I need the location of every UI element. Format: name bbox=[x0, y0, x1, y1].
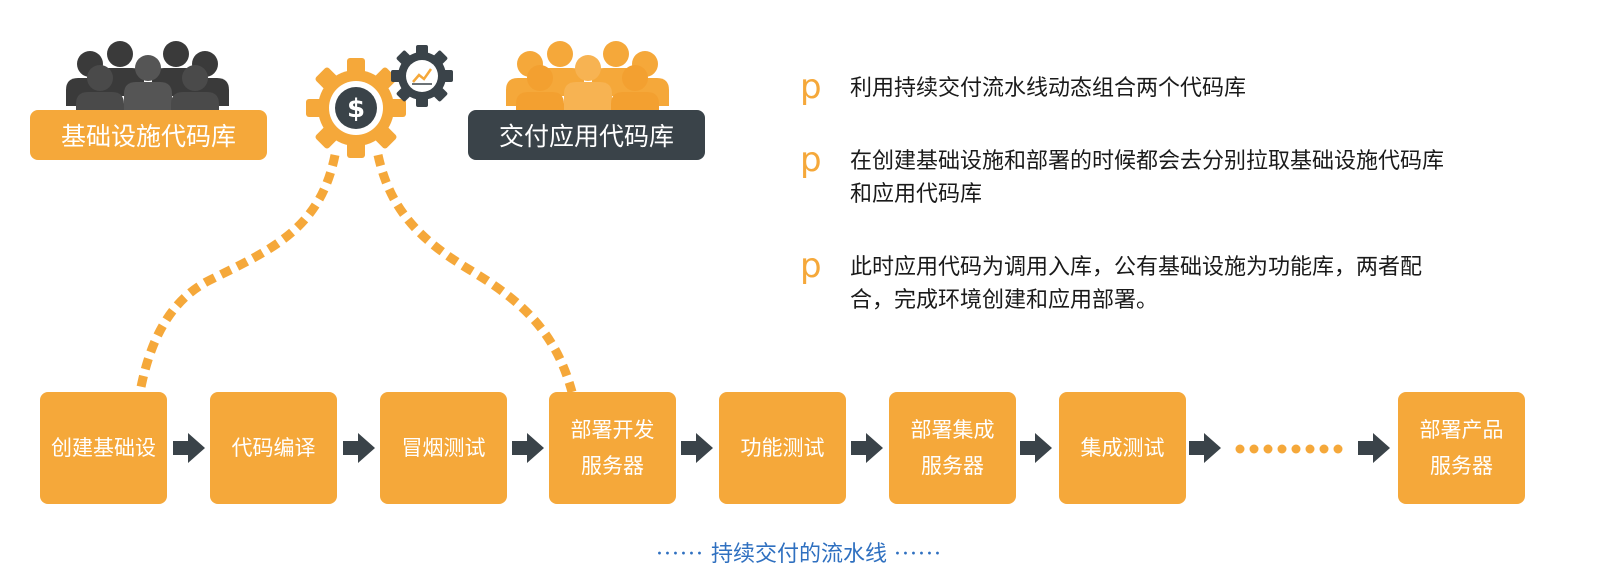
stage-create-infra: 创建基础设 bbox=[40, 392, 167, 504]
ellipsis-dots bbox=[1235, 444, 1343, 454]
stage-function-test: 功能测试 bbox=[719, 392, 846, 504]
stage-label: 创建基础设 bbox=[51, 436, 156, 460]
caption-dots-left: ······ bbox=[656, 542, 704, 567]
svg-text:$: $ bbox=[347, 94, 365, 124]
dollar-gear-icon: $ bbox=[306, 58, 406, 158]
stage-label: 部署产品 服务器 bbox=[1419, 418, 1504, 478]
bullet-marker: p bbox=[800, 140, 822, 180]
pipeline-arrows bbox=[173, 433, 1390, 463]
bullet-item: p 在创建基础设施和部署的时候都会去分别拉取基础设施代码库和应用代码库 bbox=[800, 140, 1480, 211]
bullet-item: p 利用持续交付流水线动态组合两个代码库 bbox=[800, 67, 1480, 107]
stage-label: 功能测试 bbox=[740, 436, 825, 460]
caption-text: 持续交付的流水线 bbox=[710, 542, 887, 567]
stage-label: 部署集成 服务器 bbox=[910, 418, 995, 478]
arrow-right-icon bbox=[1358, 433, 1390, 463]
stage-deploy-production: 部署产品 服务器 bbox=[1398, 392, 1525, 504]
stage-label: 冒烟测试 bbox=[401, 436, 486, 460]
arrow-right-icon bbox=[173, 433, 205, 463]
pipeline-caption: ······ 持续交付的流水线 ······ bbox=[0, 536, 1598, 568]
arrow-right-icon bbox=[1020, 433, 1052, 463]
stage-label: 集成测试 bbox=[1080, 436, 1165, 460]
arrow-right-icon bbox=[681, 433, 713, 463]
bullet-marker: p bbox=[800, 67, 822, 107]
people-group-icon bbox=[506, 41, 669, 120]
people-group-icon bbox=[66, 41, 229, 120]
stage-label: 部署开发 服务器 bbox=[570, 418, 655, 478]
bullet-item: p 此时应用代码为调用入库，公有基础设施为功能库，两者配合，完成环境创建和应用部… bbox=[800, 246, 1480, 317]
stage-label: 代码编译 bbox=[231, 436, 316, 460]
arrow-right-icon bbox=[1189, 433, 1221, 463]
bullet-text: 在创建基础设施和部署的时候都会去分别拉取基础设施代码库和应用代码库 bbox=[850, 149, 1445, 207]
stage-compile: 代码编译 bbox=[210, 392, 337, 504]
bullet-text: 利用持续交付流水线动态组合两个代码库 bbox=[850, 76, 1247, 101]
connector-right bbox=[373, 154, 577, 394]
chart-gear-icon bbox=[391, 45, 453, 107]
infra-repo-label: 基础设施代码库 bbox=[30, 110, 267, 160]
bullet-text: 此时应用代码为调用入库，公有基础设施为功能库，两者配合，完成环境创建和应用部署。 bbox=[850, 255, 1423, 313]
connector-left bbox=[135, 154, 340, 393]
stage-deploy-integration: 部署集成 服务器 bbox=[889, 392, 1016, 504]
caption-dots-right: ······ bbox=[894, 542, 942, 567]
app-repo-label: 交付应用代码库 bbox=[468, 110, 705, 160]
stage-deploy-dev: 部署开发 服务器 bbox=[549, 392, 676, 504]
stage-integration-test: 集成测试 bbox=[1059, 392, 1186, 504]
bullet-marker: p bbox=[800, 246, 822, 286]
stage-smoke-test: 冒烟测试 bbox=[380, 392, 507, 504]
arrow-right-icon bbox=[512, 433, 544, 463]
arrow-right-icon bbox=[851, 433, 883, 463]
arrow-right-icon bbox=[343, 433, 375, 463]
